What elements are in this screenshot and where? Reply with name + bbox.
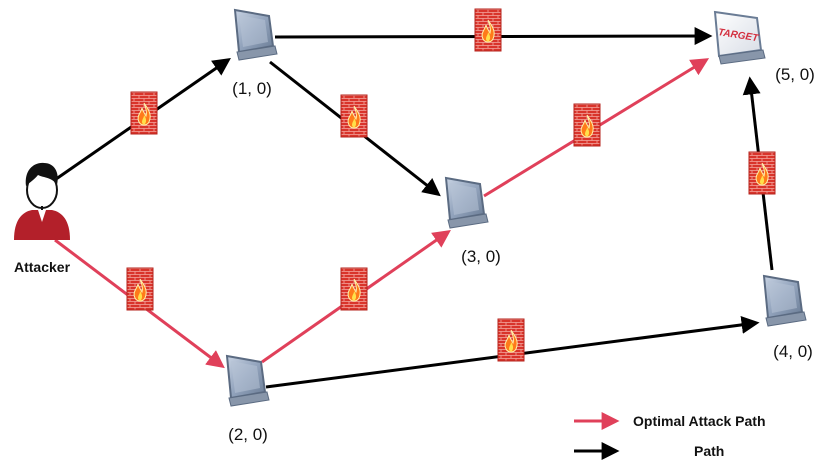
monitor-icon bbox=[445, 177, 489, 229]
legend-path-label: Path bbox=[694, 443, 724, 459]
node-3-0: (3, 0) bbox=[445, 177, 501, 266]
legend-optimal-label: Optimal Attack Path bbox=[633, 413, 766, 429]
node-5-0-target: TARGET (5, 0) bbox=[713, 10, 815, 84]
target-monitor-icon: TARGET bbox=[713, 10, 766, 65]
attacker: Attacker bbox=[14, 162, 71, 275]
node-4-0: (4, 0) bbox=[763, 275, 813, 361]
node-label: (4, 0) bbox=[773, 342, 813, 361]
firewall-icon bbox=[497, 318, 525, 362]
node-1-0: (1, 0) bbox=[232, 9, 278, 98]
firewall-icon bbox=[748, 151, 776, 195]
monitor-icon bbox=[234, 9, 278, 61]
monitor-icon bbox=[763, 275, 807, 327]
monitor-icon bbox=[226, 355, 270, 407]
node-label: (2, 0) bbox=[228, 425, 268, 444]
node-label: (3, 0) bbox=[461, 247, 501, 266]
legend: Optimal Attack Path Path bbox=[574, 412, 766, 460]
node-2-0: (2, 0) bbox=[226, 355, 270, 444]
node-label: (5, 0) bbox=[775, 65, 815, 84]
edges bbox=[45, 27, 774, 389]
attacker-label: Attacker bbox=[14, 259, 71, 275]
person-icon bbox=[14, 162, 70, 240]
firewall-icon bbox=[126, 267, 154, 311]
firewall-icon bbox=[340, 94, 368, 138]
firewall-icon bbox=[573, 103, 601, 147]
firewall-icon bbox=[130, 91, 158, 135]
firewall-icon bbox=[340, 267, 368, 311]
node-label: (1, 0) bbox=[232, 79, 272, 98]
firewall-icon bbox=[474, 8, 502, 52]
